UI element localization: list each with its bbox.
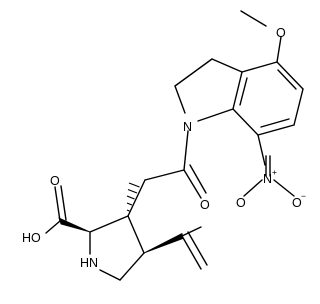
nitro-oxygen-charge: −	[301, 191, 306, 201]
bond-c3-c4p	[127, 215, 145, 254]
bond-isopropenyl-c-methyl	[181, 226, 202, 237]
bond-n1-carbonyl	[183, 130, 189, 171]
carbonyl-oxygen-label: O	[200, 198, 210, 212]
bond-c6-c7	[257, 124, 295, 136]
bond-c6-c7-inner	[260, 118, 290, 128]
nitro-oxygen-left-label: O	[236, 196, 246, 210]
bond-isopropenyl-double-b	[187, 231, 208, 266]
bond-c5p-nh	[99, 269, 121, 281]
bond-c4-c5	[276, 61, 304, 90]
bond-acid-c-oh	[45, 220, 61, 234]
bond-c3a-c4	[241, 61, 278, 73]
bond-c2-n1	[174, 85, 186, 114]
wedge-c4-isopropenyl	[143, 232, 184, 254]
bond-carbonyl-o-b	[189, 164, 207, 194]
acid-hydroxyl-label: HO	[22, 231, 41, 245]
bond-n1-c7a	[197, 108, 234, 122]
wedge-c2-carboxyl	[58, 217, 91, 233]
bond-nitro-n-o-left	[243, 179, 263, 197]
methoxy-oxygen-label: O	[276, 26, 286, 40]
bond-carbonyl-ch2	[144, 169, 185, 181]
nitro-nitrogen-charge: +	[272, 167, 277, 177]
bond-c7-c7a	[232, 108, 259, 136]
bonds	[45, 10, 304, 281]
chemical-structure-diagram: O N O N + O O − O HO HN	[22, 10, 306, 281]
bond-methyl-o	[240, 10, 267, 27]
bond-c4p-c5p	[119, 252, 145, 281]
bond-o-c4	[276, 36, 282, 63]
acid-carbonyl-oxygen-label: O	[50, 174, 60, 188]
bond-nitro-n-o-right	[273, 179, 295, 197]
bond-c3a-c3	[211, 58, 243, 73]
bond-c7a-c3a	[232, 71, 243, 110]
bond-ch2-c3	[127, 179, 146, 217]
pyrrolidine-nh-label: HN	[80, 256, 98, 270]
nitro-nitrogen-label: N	[263, 172, 272, 186]
hashed-wedge-c3-ch2	[126, 182, 140, 212]
bond-c2p-c3	[89, 215, 129, 233]
bond-c7-n-nitro	[257, 134, 266, 166]
indoline-nitrogen-label: N	[183, 120, 192, 134]
bond-isopropenyl-double-a	[181, 235, 202, 270]
bond-carbonyl-o-a	[183, 169, 202, 199]
bond-c7a-c3a-inner	[239, 77, 248, 106]
bond-acid-c-o-b	[60, 185, 67, 221]
bond-c3-c2	[174, 58, 213, 87]
bond-c4-c5-inner	[277, 69, 297, 90]
bond-c5-c6	[293, 88, 304, 126]
bond-acid-c-o-a	[54, 186, 61, 222]
nitro-oxygen-right-label: O	[292, 196, 302, 210]
